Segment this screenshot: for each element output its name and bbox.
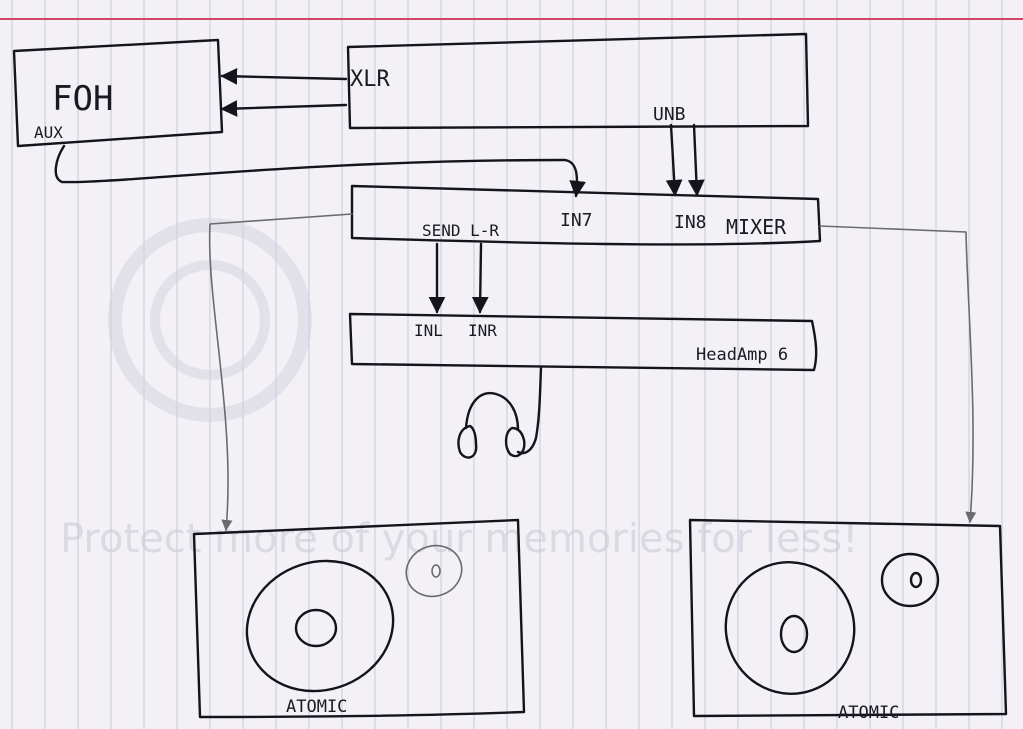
- stagebox-box: [346, 32, 810, 130]
- mixer-to-left-speaker-line: [208, 213, 353, 532]
- speaker-left-tweeter: [405, 544, 463, 598]
- speaker-left-label: ATOMIC: [286, 697, 347, 717]
- speaker-right-tweeter: [880, 552, 940, 608]
- foh-aux-label: AUX: [34, 123, 63, 142]
- speaker-left-tweeter-cap: [431, 564, 441, 578]
- mixer-to-right-speaker-line: [819, 225, 977, 524]
- speaker-left-box: [192, 518, 526, 719]
- headamp-box: [348, 312, 818, 372]
- foh-node: FOH AUX: [12, 38, 224, 148]
- unb-to-in8-arrow-1: [665, 123, 683, 197]
- inl-label: INL: [414, 321, 443, 340]
- unb-to-in8-arrow-2: [687, 123, 705, 197]
- headamp-node: INL INR HeadAmp 6: [348, 312, 818, 372]
- headphones-icon: [457, 366, 543, 459]
- speaker-left-node: ATOMIC: [192, 518, 526, 719]
- mixer-node: IN7 IN8 MIXER SEND L-R: [350, 184, 822, 246]
- speaker-left-woofer: [245, 559, 395, 693]
- in8-label: IN8: [674, 212, 707, 233]
- speaker-right-tweeter-cap: [909, 571, 923, 589]
- send-to-inr-arrow: [471, 242, 489, 314]
- aux-to-in7-line: [54, 144, 587, 198]
- foh-label: FOH: [52, 79, 113, 119]
- foh-box: [12, 38, 224, 148]
- xlr-to-foh-arrow-1: [220, 67, 348, 85]
- mixer-label: MIXER: [726, 215, 787, 239]
- speaker-right-box: [688, 518, 1008, 718]
- send-lr-label: SEND L-R: [422, 221, 499, 240]
- xlr-label: XLR: [350, 67, 390, 92]
- in7-label: IN7: [560, 210, 593, 231]
- speaker-right-node: ATOMIC: [688, 518, 1008, 723]
- speaker-right-label: ATOMIC: [838, 703, 899, 723]
- unb-label: UNB: [653, 104, 686, 125]
- speaker-right-woofer: [724, 561, 856, 695]
- stagebox-node: XLR UNB: [346, 32, 810, 130]
- speaker-right-woofer-cap: [779, 614, 809, 654]
- mixer-box: [350, 184, 822, 246]
- speaker-left-woofer-cap: [294, 608, 338, 648]
- headamp-label: HeadAmp 6: [696, 345, 788, 365]
- xlr-to-foh-arrow-2: [220, 100, 348, 117]
- inr-label: INR: [468, 321, 497, 340]
